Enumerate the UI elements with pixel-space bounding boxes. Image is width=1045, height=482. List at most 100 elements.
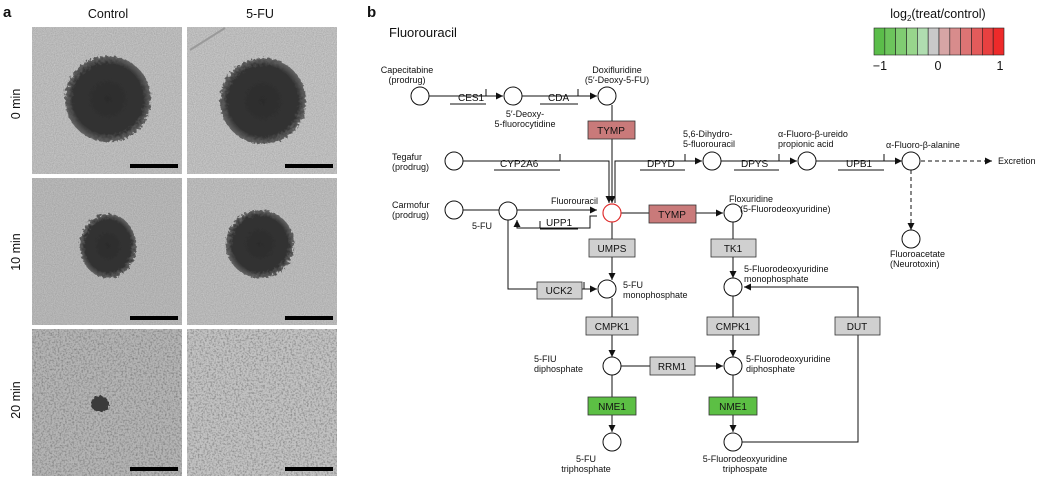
legend-swatch bbox=[971, 27, 983, 56]
enzyme-dut: DUT bbox=[847, 322, 868, 333]
node-floxuridine bbox=[723, 203, 743, 223]
enzyme-ces1: CES1 bbox=[458, 93, 485, 104]
enzyme-cmpk1-b: CMPK1 bbox=[716, 322, 751, 333]
legend-tick-zero: 0 bbox=[935, 59, 942, 73]
legend-swatch bbox=[960, 27, 972, 56]
micrograph-control-20min bbox=[32, 329, 182, 476]
enzyme-box-tk1 bbox=[710, 238, 757, 258]
micrograph-5fu-10min bbox=[187, 178, 337, 325]
enzyme-umps: UMPS bbox=[598, 244, 627, 255]
node-capecitabine bbox=[410, 86, 430, 106]
label-fluoroacetate: Fluoroacetate(Neurotoxin) bbox=[890, 249, 945, 269]
node-fluoro-beta-alanine bbox=[901, 151, 921, 171]
legend-color-bar bbox=[873, 27, 1005, 56]
pathway-nodes bbox=[410, 86, 921, 452]
label-excretion: Excretion bbox=[998, 156, 1036, 166]
scale-bar bbox=[285, 467, 333, 471]
node-dihydro-fluorouracil bbox=[702, 151, 722, 171]
legend-swatch bbox=[906, 27, 918, 56]
enzyme-cda: CDA bbox=[548, 93, 569, 104]
panel-a-label: a bbox=[3, 4, 12, 21]
row-header-10min: 10 min bbox=[9, 233, 23, 271]
scale-bar bbox=[130, 316, 178, 320]
pathway-title: Fluorouracil bbox=[389, 25, 457, 40]
compound-labels: Capecitabine(prodrug) 5′-Deoxy-5-fluoroc… bbox=[381, 65, 1036, 474]
legend-tick-min: −1 bbox=[873, 59, 887, 73]
enzyme-upp1: UPP1 bbox=[546, 218, 573, 229]
micrograph-5fu-20min bbox=[187, 329, 337, 476]
row-header-20min: 20 min bbox=[9, 381, 23, 419]
node-ureido-propionic-acid bbox=[797, 151, 817, 171]
micrograph-control-10min bbox=[32, 178, 182, 325]
enzyme-box-nme1-b bbox=[708, 396, 758, 416]
enzyme-uck2: UCK2 bbox=[546, 286, 573, 297]
legend-swatch bbox=[982, 27, 994, 56]
enzyme-box-uck2 bbox=[536, 281, 583, 300]
enzyme-dpys: DPYS bbox=[741, 159, 769, 170]
row-header-0min: 0 min bbox=[9, 89, 23, 120]
legend-swatch bbox=[884, 27, 896, 56]
scale-bar bbox=[130, 164, 178, 168]
micrograph-5fu-0min bbox=[187, 27, 337, 174]
enzyme-upb1: UPB1 bbox=[846, 159, 873, 170]
node-doxifluridine bbox=[597, 86, 617, 106]
enzyme-nme1-a: NME1 bbox=[598, 402, 626, 413]
node-fdu-triphosphate bbox=[723, 432, 743, 452]
legend-swatch bbox=[938, 27, 951, 56]
scale-bar bbox=[130, 467, 178, 471]
label-tegafur: Tegafur(prodrug) bbox=[392, 152, 429, 172]
enzyme-box-cmpk1-a bbox=[585, 316, 639, 336]
legend-swatch bbox=[992, 27, 1005, 56]
scale-bar bbox=[285, 164, 333, 168]
panel-a: a Control 5-FU 0 min 10 min 20 min bbox=[0, 0, 345, 477]
enzyme-cyp2a6: CYP2A6 bbox=[500, 159, 539, 170]
enzyme-box-umps bbox=[588, 238, 636, 258]
enzyme-box-tymp-top bbox=[587, 120, 636, 140]
label-fluoro-beta-alanine: α-Fluoro-β-alanine bbox=[886, 140, 960, 150]
node-5fu-triphosphate bbox=[602, 432, 622, 452]
panel-b-label: b bbox=[367, 4, 376, 21]
label-floxuridine: Floxuridine(5-Fluorodeoxyuridine) bbox=[729, 194, 831, 214]
label-5fu: 5-FU bbox=[472, 221, 492, 231]
enzyme-box-rrm1 bbox=[649, 356, 696, 376]
enzyme-labels: CES1 CDA CYP2A6 DPYD DPYS UPB1 UPP1 TYMP… bbox=[450, 93, 884, 416]
enzyme-tk1: TK1 bbox=[724, 244, 743, 255]
enzyme-box-tymp-mid bbox=[648, 204, 697, 224]
node-fluoroacetate bbox=[901, 229, 921, 249]
node-deoxy-fluorocytidine bbox=[503, 86, 523, 106]
enzyme-cmpk1-a: CMPK1 bbox=[595, 322, 630, 333]
enzyme-rrm1: RRM1 bbox=[658, 362, 687, 373]
label-dihydro-fluorouracil: 5,6-Dihydro-5-fluorouracil bbox=[683, 129, 735, 149]
node-carmofur bbox=[444, 200, 464, 220]
label-deoxy-fluorocytidine: 5′-Deoxy-5-fluorocytidine bbox=[494, 109, 555, 129]
label-carmofur: Carmofur(prodrug) bbox=[392, 200, 430, 220]
enzyme-box-cmpk1-b bbox=[706, 316, 760, 336]
legend-swatch bbox=[949, 27, 961, 56]
legend-tick-max: 1 bbox=[997, 59, 1004, 73]
legend-swatch bbox=[917, 27, 929, 56]
scale-bar bbox=[285, 316, 333, 320]
enzyme-dpyd: DPYD bbox=[647, 159, 675, 170]
node-tegafur bbox=[444, 151, 464, 171]
color-legend: log2(treat/control) −1 0 1 bbox=[873, 7, 1005, 73]
node-5fu-monophosphate bbox=[597, 279, 617, 299]
enzyme-tymp-top: TYMP bbox=[597, 126, 625, 137]
legend-swatch bbox=[927, 27, 940, 56]
micrograph-control-0min bbox=[32, 27, 182, 174]
enzyme-tymp-mid: TYMP bbox=[658, 210, 686, 221]
node-5fu bbox=[498, 201, 518, 221]
col-header-control: Control bbox=[88, 7, 128, 21]
label-doxifluridine: Doxifluridine(5′-Deoxy-5-FU) bbox=[585, 65, 649, 85]
node-5fiu-diphosphate bbox=[602, 356, 622, 376]
legend-swatch bbox=[895, 27, 907, 56]
enzyme-box-dut bbox=[834, 316, 881, 336]
enzyme-box-nme1-a bbox=[587, 396, 637, 416]
col-header-5fu: 5-FU bbox=[246, 7, 274, 21]
